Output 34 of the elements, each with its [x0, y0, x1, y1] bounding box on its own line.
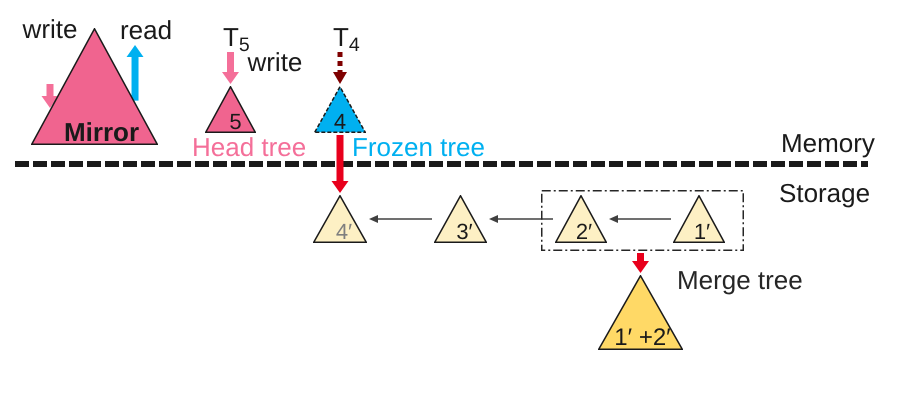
tree-caption: Frozen tree: [352, 134, 485, 160]
layer-label: Memory: [781, 130, 875, 156]
tree-triangle: [313, 195, 367, 243]
tree-triangle: [205, 86, 256, 133]
tree-label: Mirror: [64, 119, 140, 145]
tree-triangle: [555, 195, 607, 243]
layer-label: Storage: [779, 180, 870, 206]
tree-caption: Merge tree: [677, 267, 803, 293]
arrow: [222, 52, 239, 84]
tree-label: 1′: [694, 221, 710, 243]
tree-label: 4: [334, 111, 346, 133]
tree-label: 2′: [576, 221, 592, 243]
arrow: [369, 215, 432, 223]
arrow: [632, 253, 649, 273]
arrow: [126, 45, 144, 101]
tree-triangle: [434, 195, 487, 243]
tree-label: 3′: [456, 221, 473, 243]
arrow: [42, 84, 58, 108]
arrow: [333, 52, 347, 84]
variable-label: T$_{5}$: [223, 24, 250, 50]
tree-caption: Head tree: [192, 134, 306, 160]
edge-label: write: [248, 49, 302, 75]
tree-triangle: [673, 195, 725, 243]
operation-label: read: [120, 17, 172, 43]
tree-triangle: [314, 86, 366, 133]
tree-label: 4′: [336, 221, 352, 243]
dash-dot-frame: [541, 190, 744, 251]
arrow: [609, 215, 671, 223]
edge-label: write: [22, 16, 78, 42]
tree-label: 5: [229, 111, 242, 133]
variable-label: T$_{4}$: [333, 24, 360, 50]
arrow: [489, 215, 553, 223]
arrow: [332, 135, 348, 193]
tree-label: 1′ +2′: [614, 326, 671, 350]
